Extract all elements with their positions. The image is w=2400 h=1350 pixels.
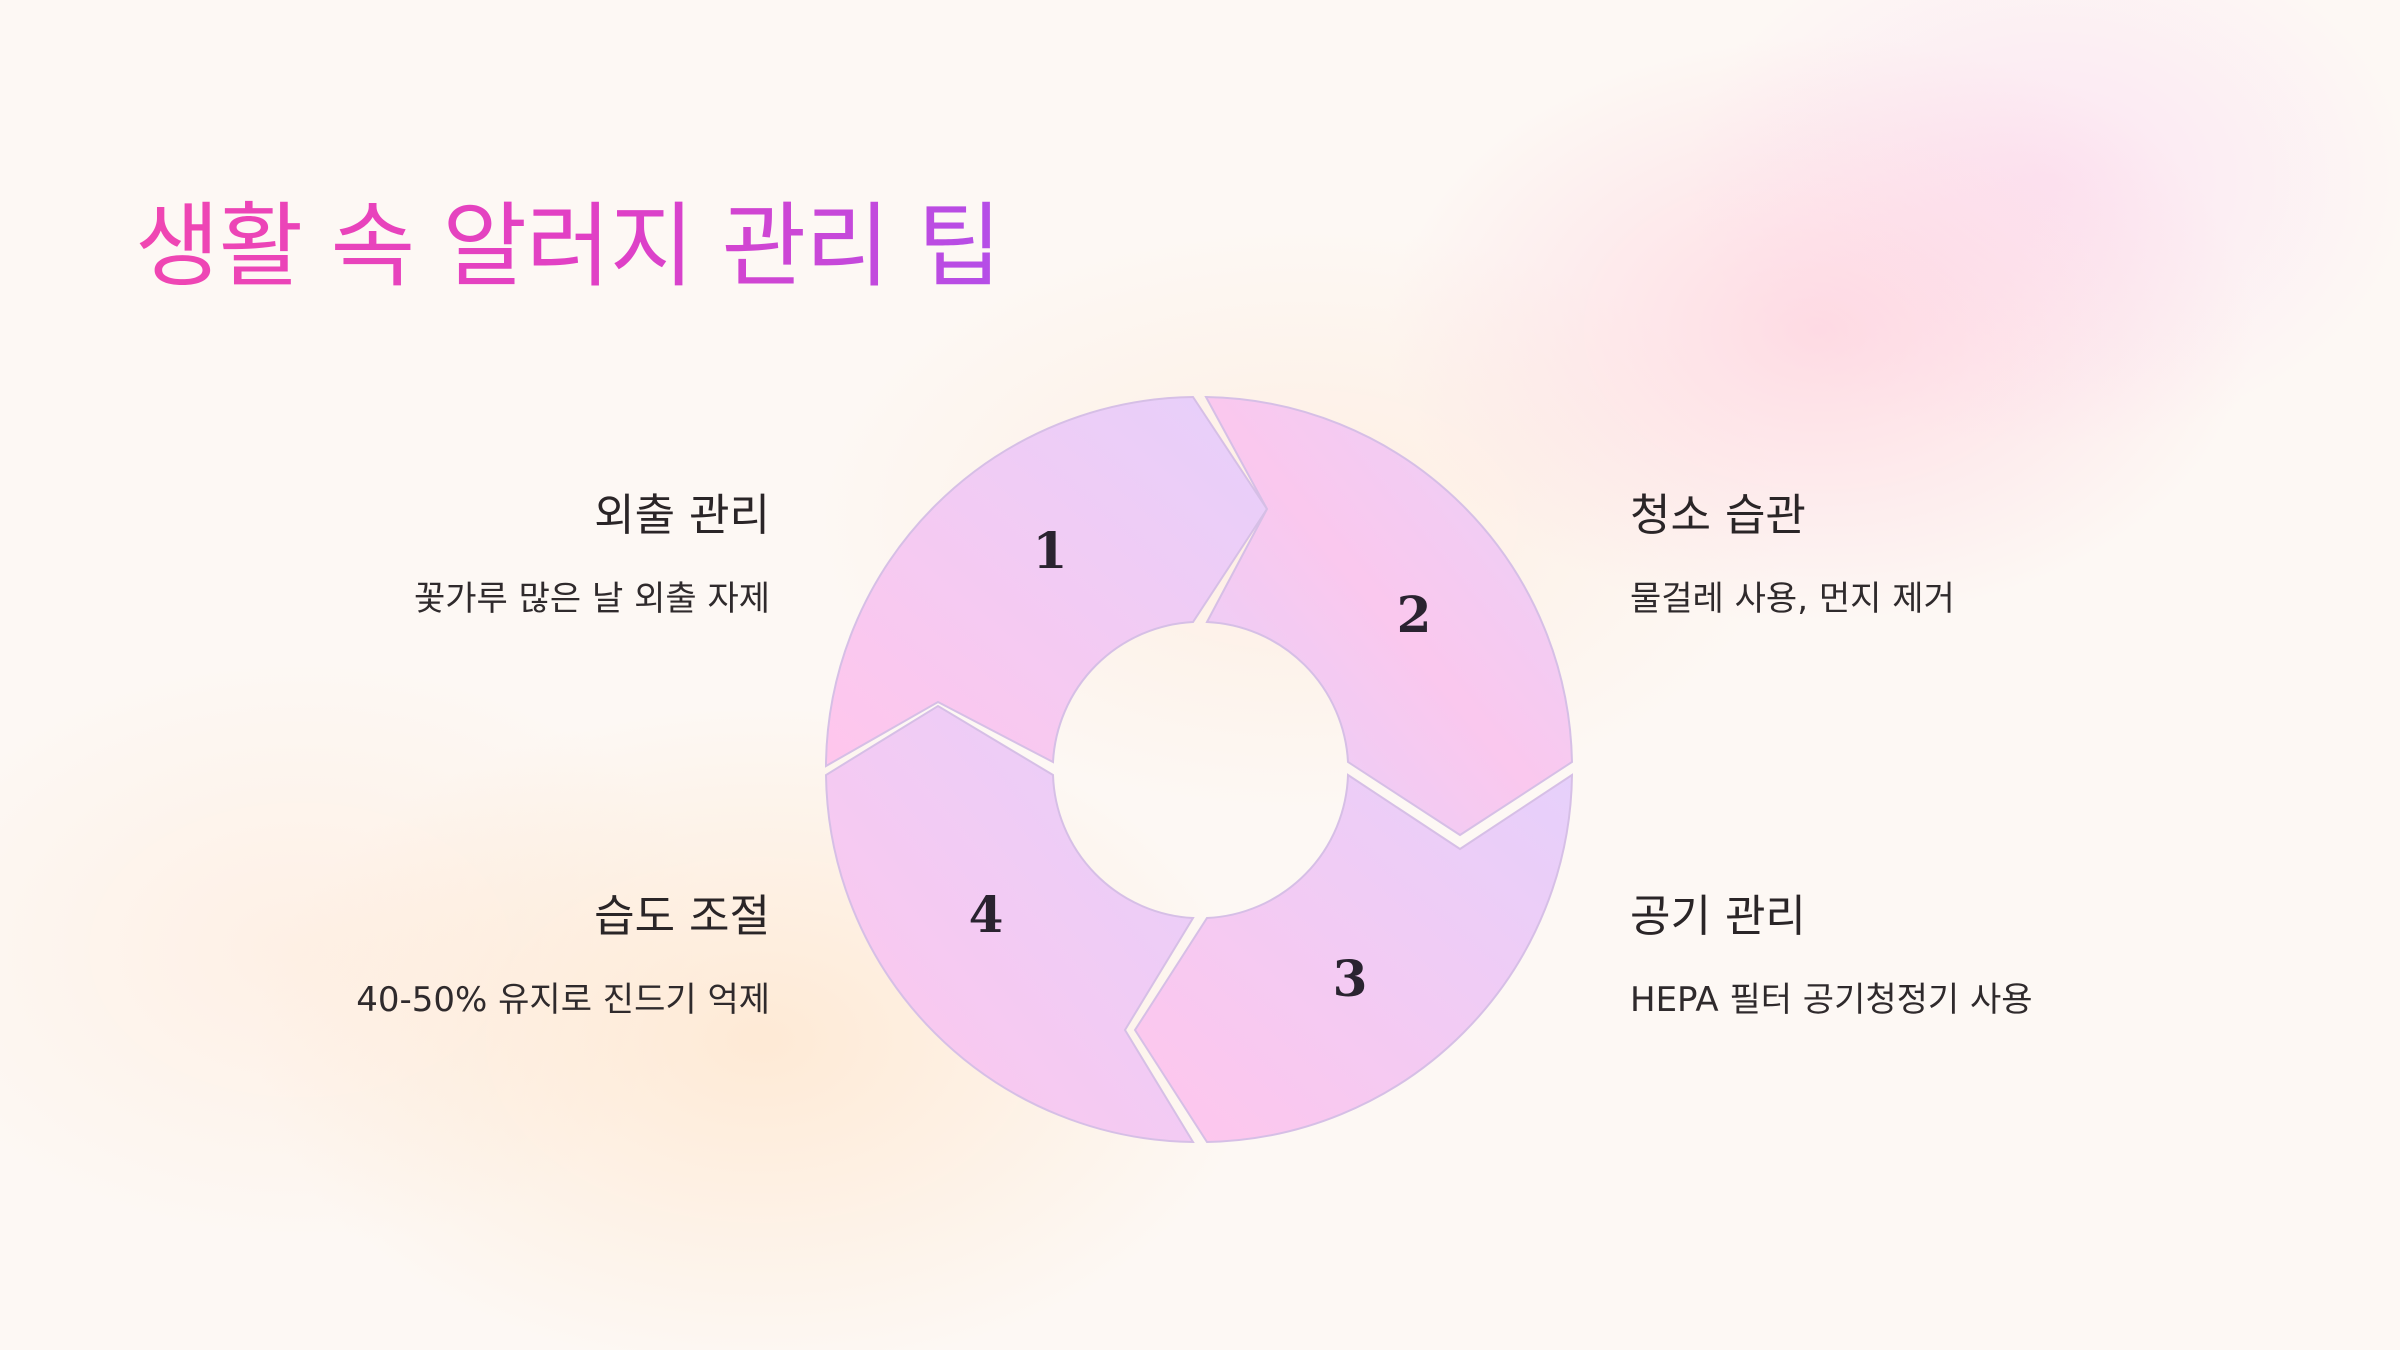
item-heading: 청소 습관 [1630, 490, 1806, 541]
item-heading: 습도 조절 [594, 891, 770, 942]
item-cleaning: 청소 습관 물걸레 사용, 먼지 제거 [1630, 490, 2190, 620]
page-title: 생활 속 알러지 관리 팁 [135, 193, 1002, 300]
item-description: HEPA 필터 공기청정기 사용 [1630, 979, 2033, 1020]
cycle-segment-2 [1204, 395, 1574, 837]
item-description: 물걸레 사용, 먼지 제거 [1630, 578, 1955, 619]
item-outing: 외출 관리 꽃가루 많은 날 외출 자제 [210, 490, 770, 620]
item-air: 공기 관리 HEPA 필터 공기청정기 사용 [1630, 891, 2190, 1021]
segment-number-1: 1 [1033, 521, 1068, 580]
segment-number-2: 2 [1397, 585, 1432, 644]
item-heading: 공기 관리 [1630, 891, 1806, 942]
item-humidity: 습도 조절 40-50% 유지로 진드기 억제 [210, 891, 770, 1021]
item-description: 40-50% 유지로 진드기 억제 [356, 979, 770, 1020]
segment-number-3: 3 [1333, 949, 1368, 1008]
segment-number-4: 4 [969, 885, 1004, 944]
item-description: 꽃가루 많은 날 외출 자제 [413, 578, 770, 619]
item-heading: 외출 관리 [594, 490, 770, 541]
cycle-segment-4 [824, 704, 1195, 1144]
cycle-segment-3 [1133, 773, 1574, 1144]
cycle-segment-1 [825, 395, 1269, 768]
